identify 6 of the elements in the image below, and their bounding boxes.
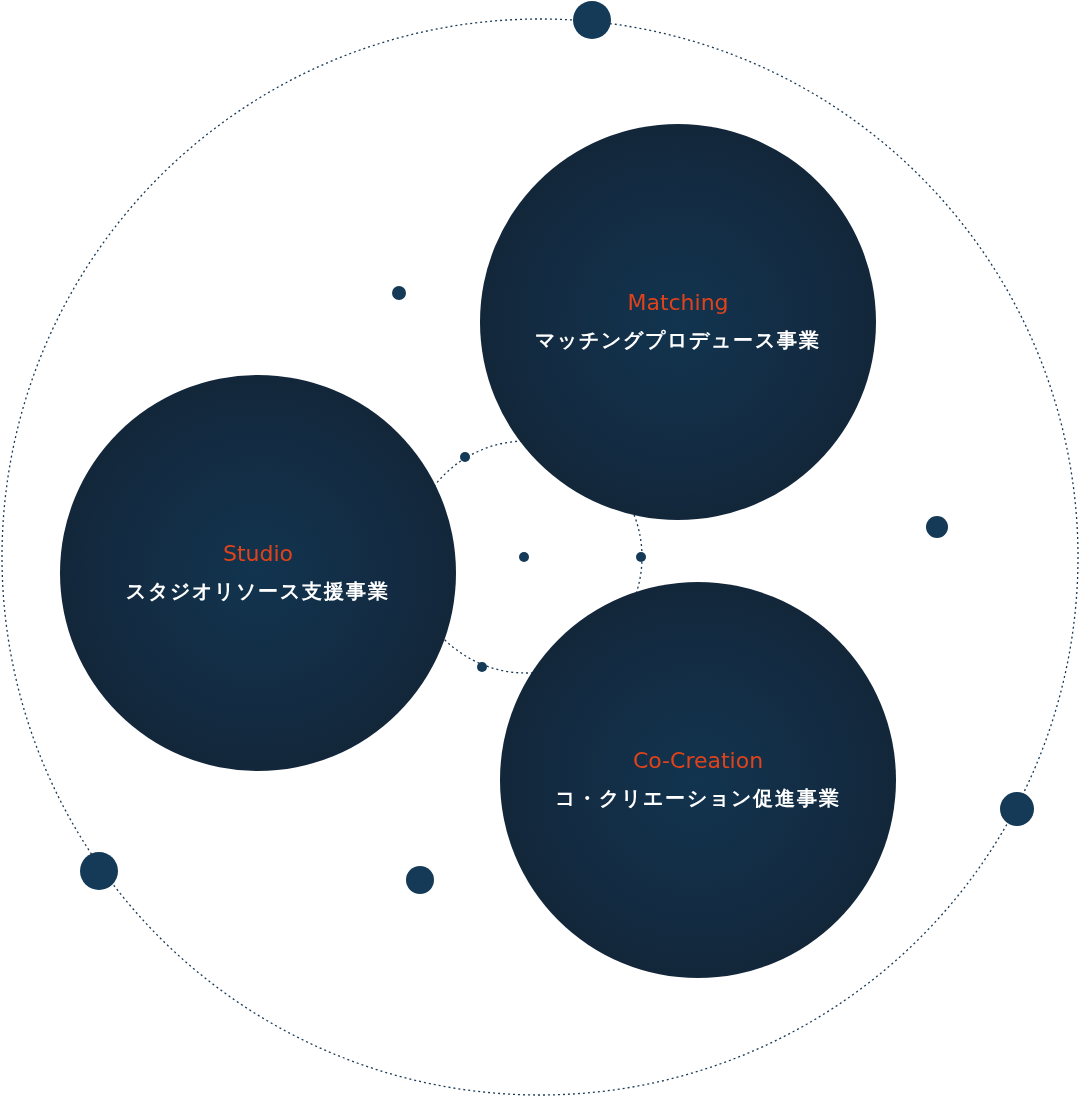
category-label: Co-Creation [632,748,764,773]
category-label: Studio [222,541,294,566]
service-name: マッチングプロデュース事業 [535,327,821,354]
service-name: コ・クリエーション促進事業 [555,785,841,812]
service-name: スタジオリソース支援事業 [126,578,390,605]
category-label: Matching [627,290,729,315]
